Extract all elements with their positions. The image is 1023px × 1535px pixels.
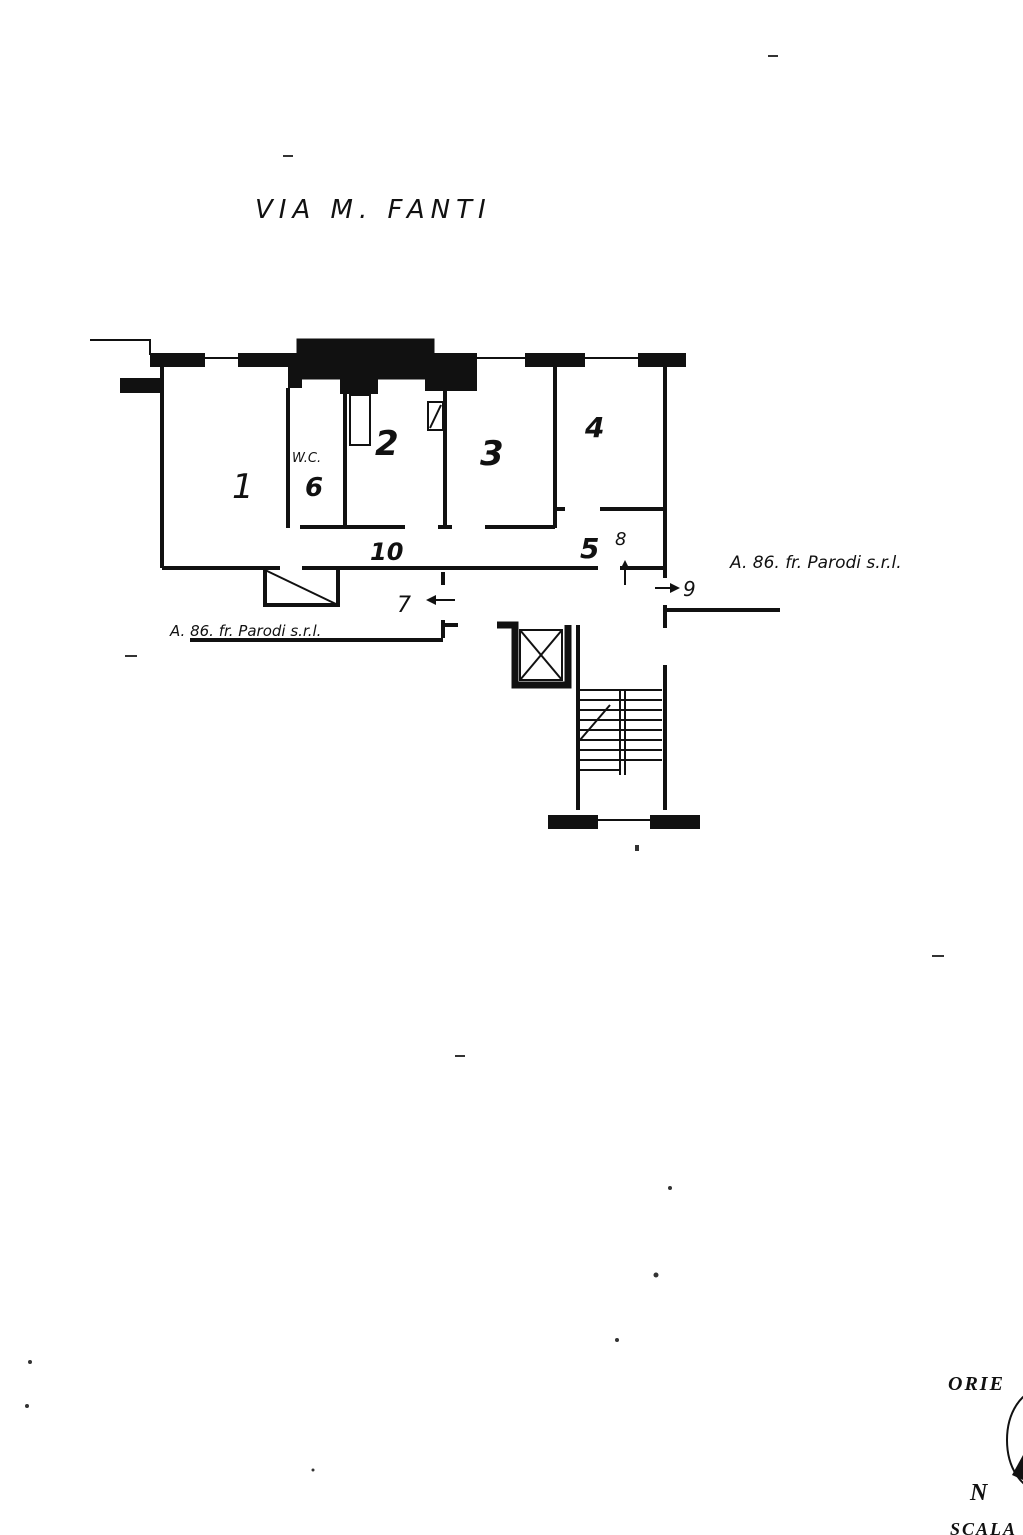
exterior-walls (90, 338, 780, 642)
north-label: N (969, 1480, 989, 1506)
scale-label: SCALA (950, 1519, 1017, 1535)
street-label: VIA M. FANTI (255, 195, 492, 225)
room-label-10: 10 (370, 538, 403, 566)
room-label-8: 8 (615, 529, 626, 550)
room-label-2: 2 (375, 424, 399, 464)
room-label-5: 5 (580, 532, 599, 565)
wc-label: W.C. (292, 451, 321, 466)
room-label-4: 4 (584, 411, 604, 444)
room-label-7: 7 (397, 593, 411, 618)
room-label-9: 9 (683, 577, 696, 601)
neighbor-label-right: A. 86. fr. Parodi s.r.l. (729, 553, 902, 573)
arrows (426, 560, 680, 605)
neighbor-label-left: A. 86. fr. Parodi s.r.l. (169, 622, 321, 640)
orientation-label: ORIE (948, 1373, 1005, 1395)
elevator-and-stairs (497, 621, 700, 829)
room-label-1: 1 (232, 467, 254, 507)
compass-icon (1006, 1395, 1023, 1485)
specks (25, 55, 944, 1472)
room-label-6: 6 (305, 473, 323, 503)
room-label-3: 3 (480, 434, 504, 474)
